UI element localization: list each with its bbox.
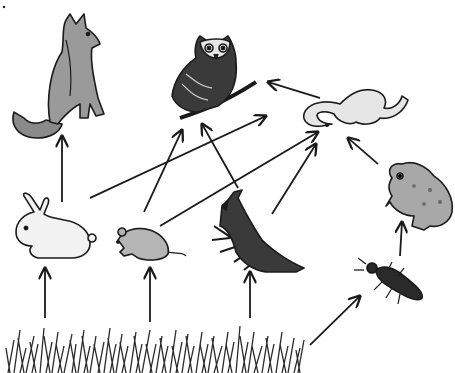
fox-icon [13, 14, 104, 138]
grass-icon [6, 326, 304, 373]
toad-icon [386, 163, 452, 230]
owl-icon [172, 36, 256, 118]
beetle-icon [354, 258, 422, 304]
speck-dot [3, 6, 5, 8]
arrow-cardinal-to-owl [202, 124, 238, 188]
arrow-grass-to-beetle [310, 296, 360, 345]
arrow-snake-to-owl [268, 82, 320, 98]
mouse-icon [117, 228, 186, 260]
arrow-toad-to-snake [348, 138, 378, 164]
cardinal-icon [212, 190, 304, 272]
snake-icon [304, 90, 408, 127]
rabbit-icon [16, 193, 96, 258]
arrow-beetle-to-toad [400, 222, 402, 256]
arrow-rabbit-to-owl [90, 116, 266, 198]
